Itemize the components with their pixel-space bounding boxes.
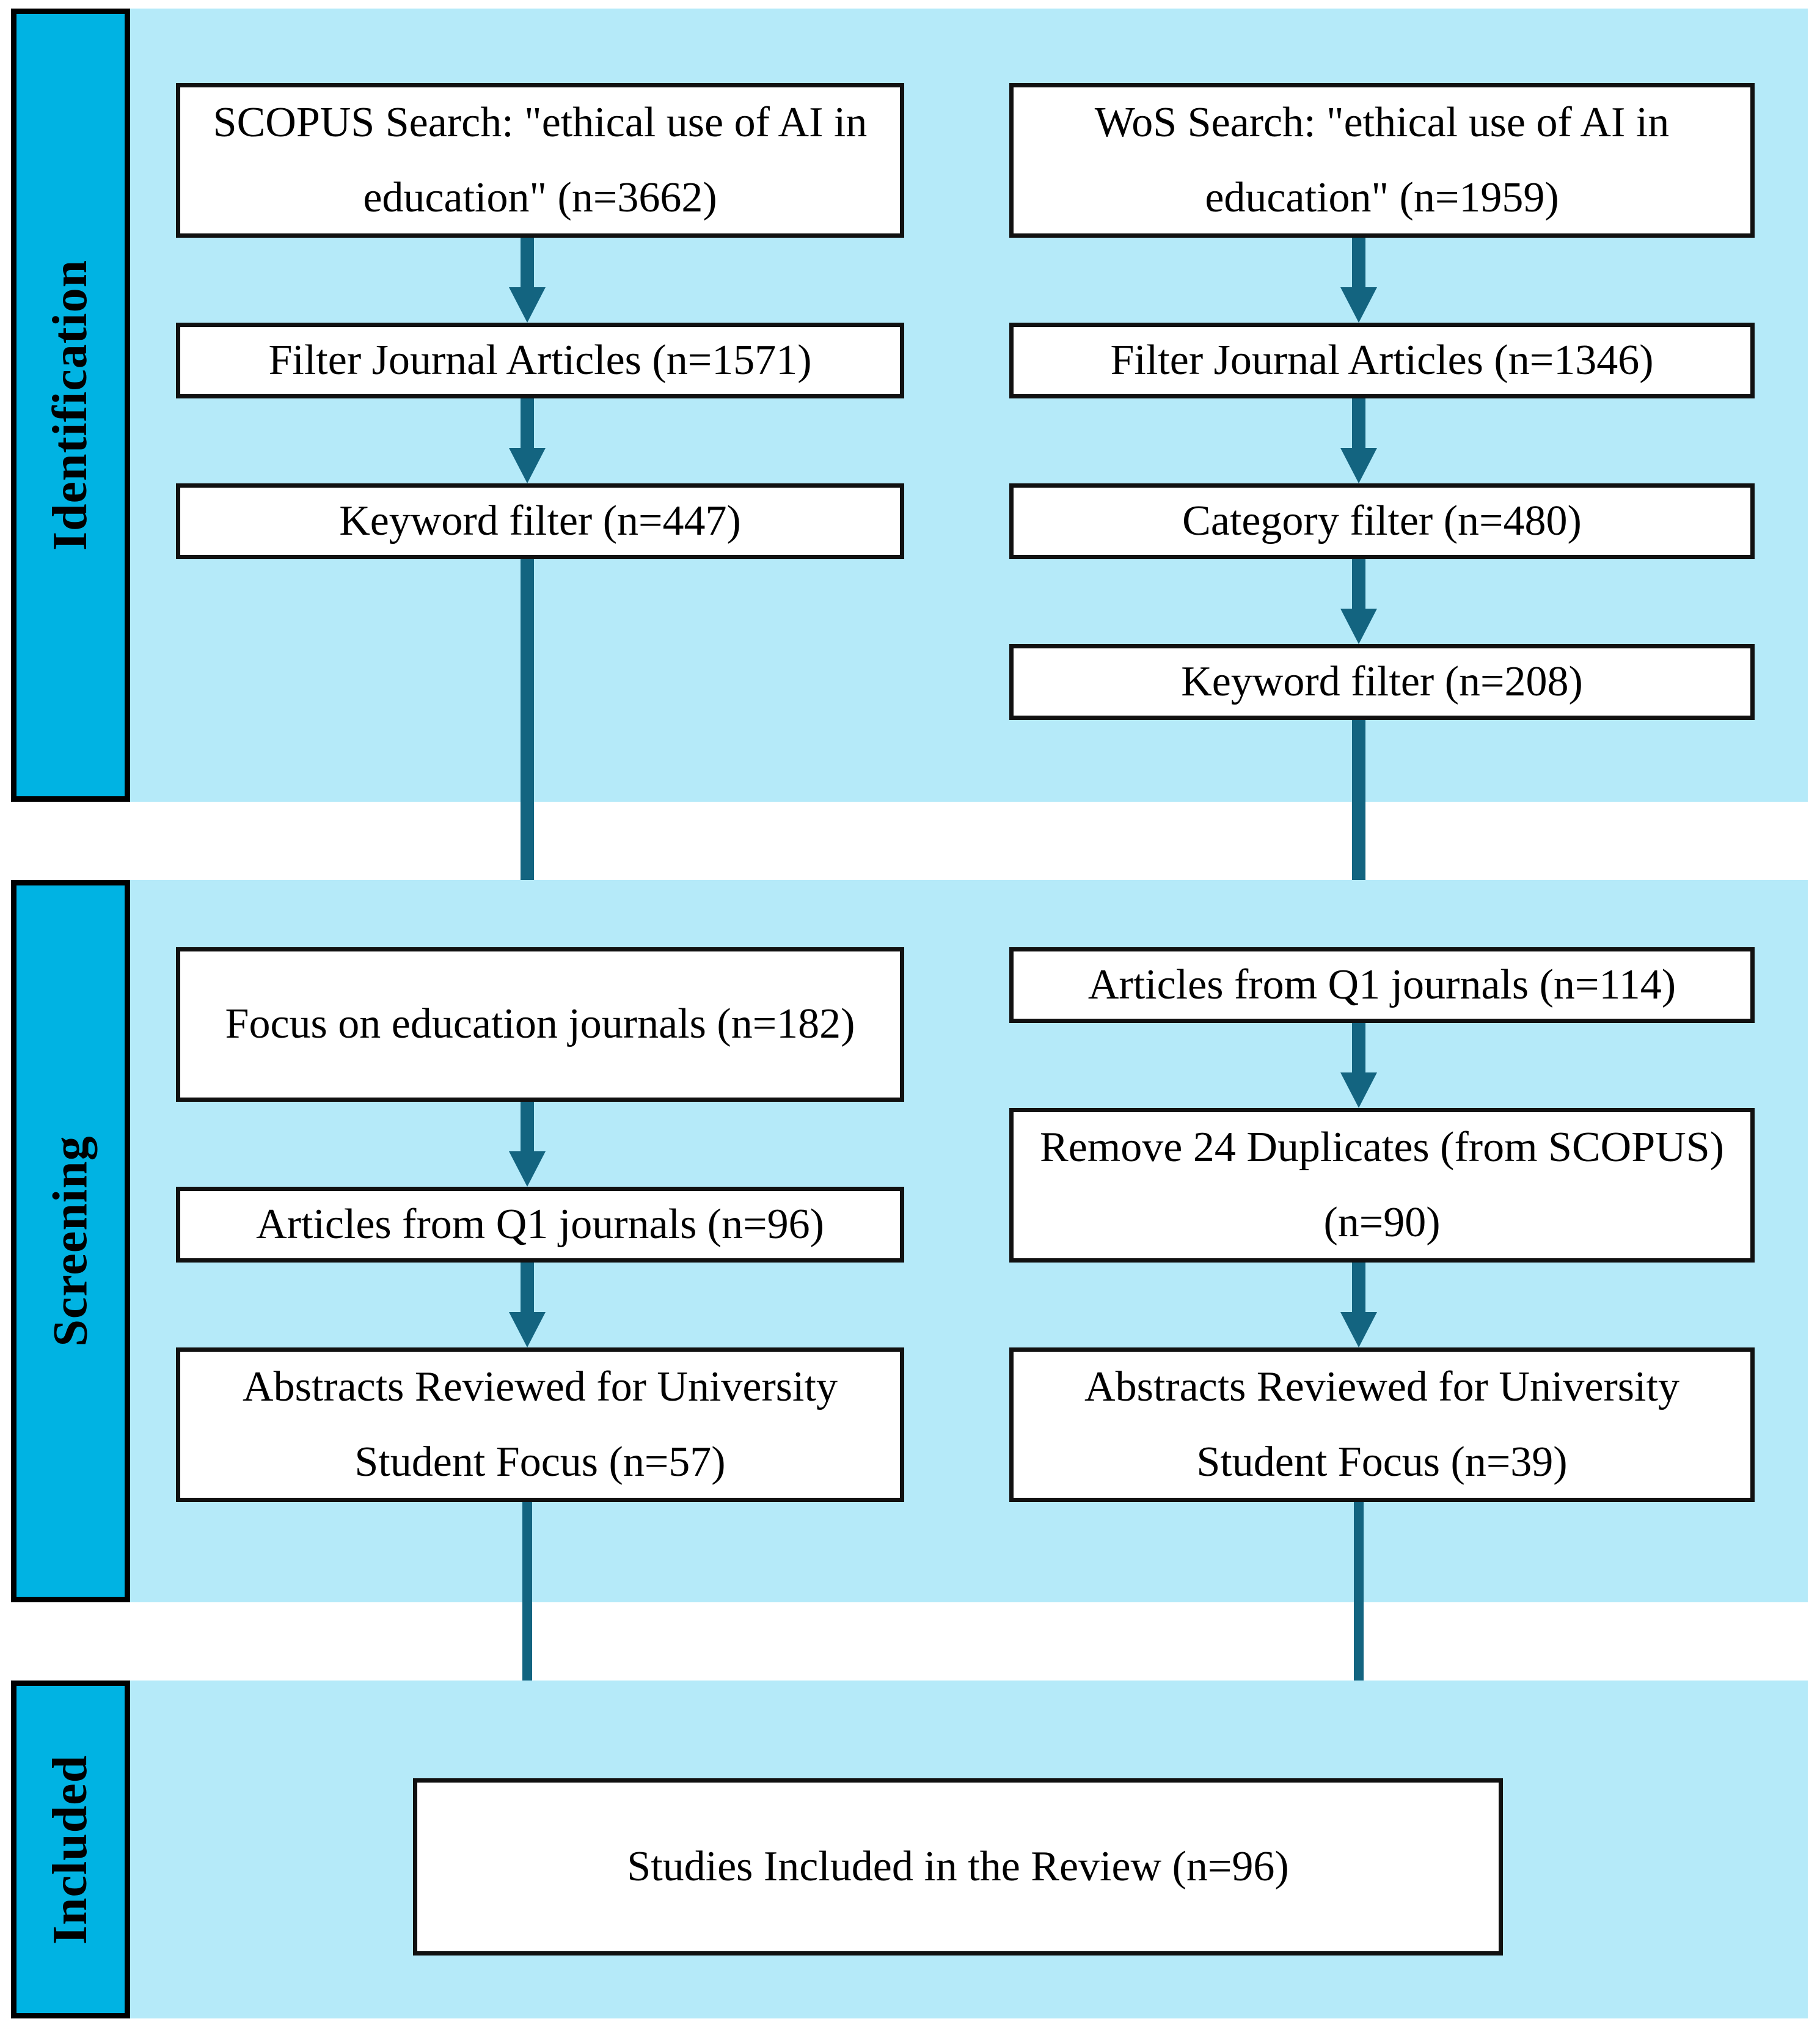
box-scopus-abstracts: Abstracts Reviewed for University Studen… — [176, 1347, 904, 1502]
arrow-wos-category-to-keyword — [1340, 559, 1377, 644]
box-wos-abstracts: Abstracts Reviewed for University Studen… — [1009, 1347, 1755, 1502]
box-wos-keyword-filter: Keyword filter (n=208) — [1009, 644, 1755, 720]
box-scopus-q1: Articles from Q1 journals (n=96) — [176, 1187, 904, 1263]
arrow-scopus-filter-to-keyword — [509, 398, 546, 483]
box-scopus-search: SCOPUS Search: "ethical use of AI in edu… — [176, 83, 904, 238]
box-wos-filter-journal: Filter Journal Articles (n=1346) — [1009, 323, 1755, 398]
arrow-wos-duplicates-to-abstracts — [1340, 1263, 1377, 1347]
stage-label-included-text: Included — [43, 1754, 98, 1945]
box-wos-category-filter: Category filter (n=480) — [1009, 483, 1755, 559]
arrow-wos-search-to-filter — [1340, 238, 1377, 323]
arrow-education-focus-to-q1 — [509, 1102, 546, 1187]
box-scopus-keyword-filter: Keyword filter (n=447) — [176, 483, 904, 559]
arrow-scopus-q1-to-abstracts — [509, 1263, 546, 1347]
arrow-wos-q1-to-duplicates — [1340, 1023, 1377, 1108]
box-wos-duplicates: Remove 24 Duplicates (from SCOPUS) (n=90… — [1009, 1108, 1755, 1263]
box-studies-included: Studies Included in the Review (n=96) — [413, 1778, 1503, 1956]
stage-label-screening-text: Screening — [43, 1135, 98, 1347]
stage-label-included: Included — [11, 1681, 130, 2018]
box-wos-q1: Articles from Q1 journals (n=114) — [1009, 947, 1755, 1023]
stage-label-screening: Screening — [11, 880, 130, 1602]
arrow-scopus-search-to-filter — [509, 238, 546, 323]
box-wos-search: WoS Search: "ethical use of AI in educat… — [1009, 83, 1755, 238]
arrow-wos-filter-to-category — [1340, 398, 1377, 483]
box-scopus-education-focus: Focus on education journals (n=182) — [176, 947, 904, 1102]
box-scopus-filter-journal: Filter Journal Articles (n=1571) — [176, 323, 904, 398]
stage-label-identification-text: Identification — [43, 259, 98, 551]
stage-label-identification: Identification — [11, 9, 130, 802]
